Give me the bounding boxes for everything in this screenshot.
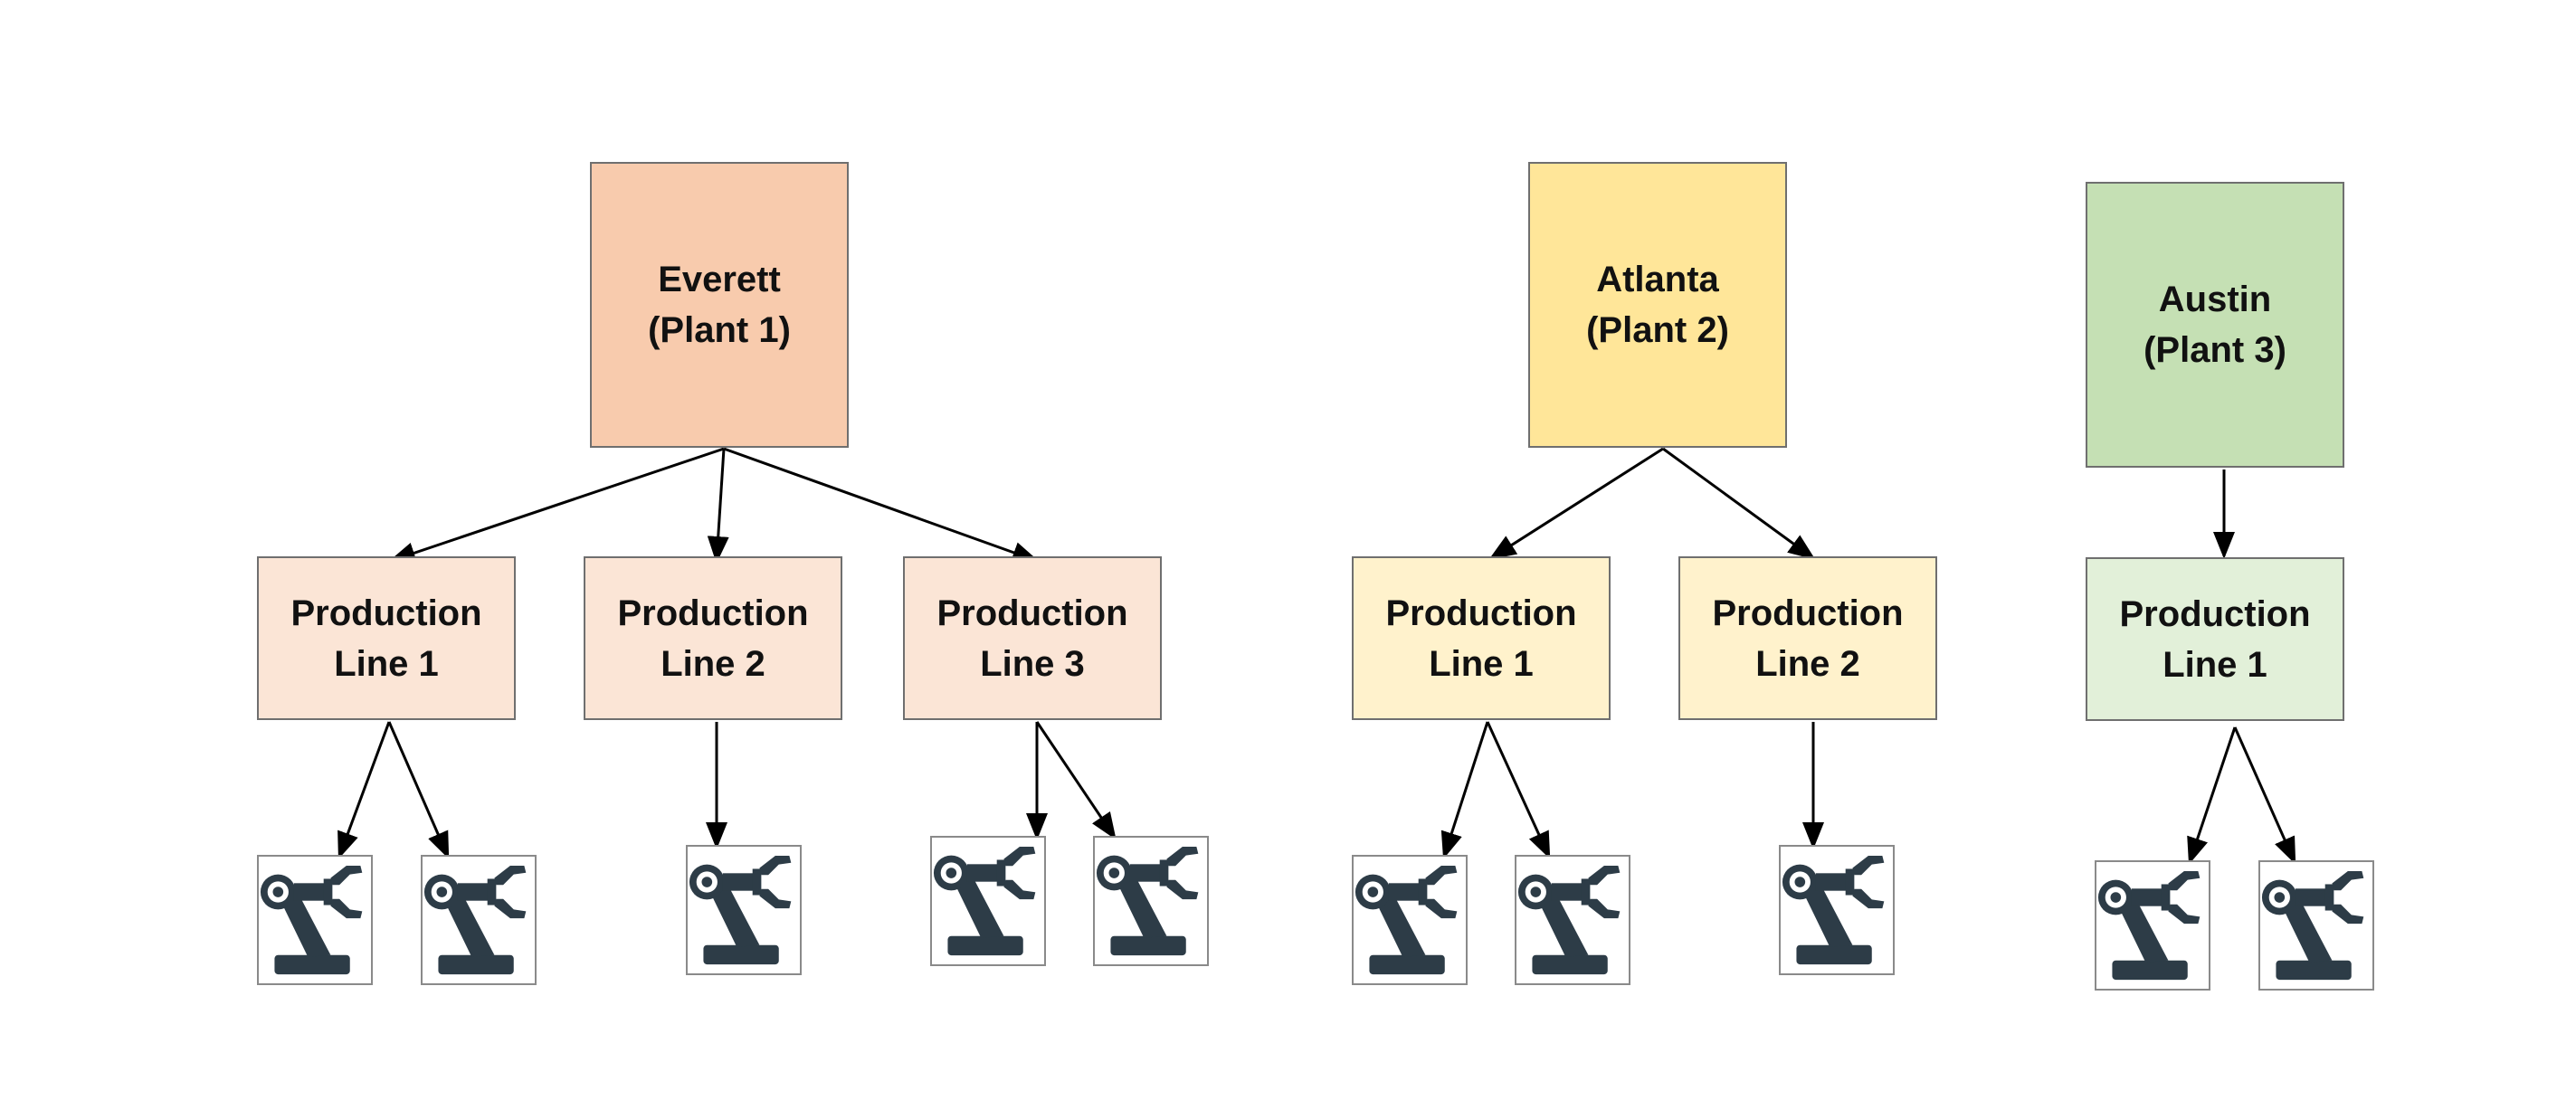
line-box-everett-line-3: Production Line 3 <box>903 556 1162 720</box>
line-title: Production <box>1712 593 1904 633</box>
line-title: Production <box>617 593 809 633</box>
connector-arrow <box>337 721 391 859</box>
line-title: Production <box>2119 593 2311 634</box>
connector-arrow <box>1035 721 1117 840</box>
plant-name: Everett <box>658 260 781 299</box>
plant-subtitle: (Plant 3) <box>2143 330 2286 370</box>
line-number: Line 2 <box>661 643 765 684</box>
connector-arrow <box>1440 721 1489 859</box>
robotic-arm-icon <box>1093 836 1209 966</box>
line-box-atlanta-line-2: Production Line 2 <box>1678 556 1937 720</box>
plant-box-atlanta: Atlanta (Plant 2) <box>1528 162 1787 448</box>
robotic-arm-icon <box>2258 860 2374 991</box>
connector-arrow <box>1488 447 1664 560</box>
plant-name: Atlanta <box>1596 260 1719 299</box>
connector-arrow <box>2233 726 2296 865</box>
line-number: Line 2 <box>1755 643 1860 684</box>
connector-arrow <box>387 721 450 859</box>
robotic-arm-icon <box>257 855 373 985</box>
connector-arrow <box>1662 447 1816 560</box>
connector-arrow <box>388 447 725 564</box>
connector-arrow <box>723 447 1040 564</box>
line-number: Line 1 <box>1429 643 1534 684</box>
line-number: Line 3 <box>980 643 1085 684</box>
plant-box-austin: Austin (Plant 3) <box>2086 182 2344 468</box>
line-box-atlanta-line-1: Production Line 1 <box>1352 556 1611 720</box>
line-box-austin-line-1: Production Line 1 <box>2086 557 2344 721</box>
robotic-arm-icon <box>1515 855 1630 985</box>
connector-arrow <box>707 448 729 564</box>
plant-subtitle: (Plant 2) <box>1586 310 1729 350</box>
connector-arrow <box>2187 726 2237 865</box>
robotic-arm-icon <box>421 855 537 985</box>
plant-subtitle: (Plant 1) <box>648 310 791 350</box>
line-title: Production <box>290 593 482 633</box>
plant-name: Austin <box>2158 280 2272 319</box>
line-number: Line 1 <box>2163 644 2267 685</box>
connector-arrow <box>1486 721 1551 859</box>
line-title: Production <box>936 593 1128 633</box>
line-box-everett-line-1: Production Line 1 <box>257 556 516 720</box>
robotic-arm-icon <box>2095 860 2210 991</box>
robotic-arm-icon <box>686 845 802 975</box>
robotic-arm-icon <box>1779 845 1895 975</box>
plant-box-everett: Everett (Plant 1) <box>590 162 849 448</box>
line-title: Production <box>1385 593 1577 633</box>
robotic-arm-icon <box>1352 855 1468 985</box>
robotic-arm-icon <box>930 836 1046 966</box>
line-number: Line 1 <box>334 643 439 684</box>
line-box-everett-line-2: Production Line 2 <box>584 556 842 720</box>
